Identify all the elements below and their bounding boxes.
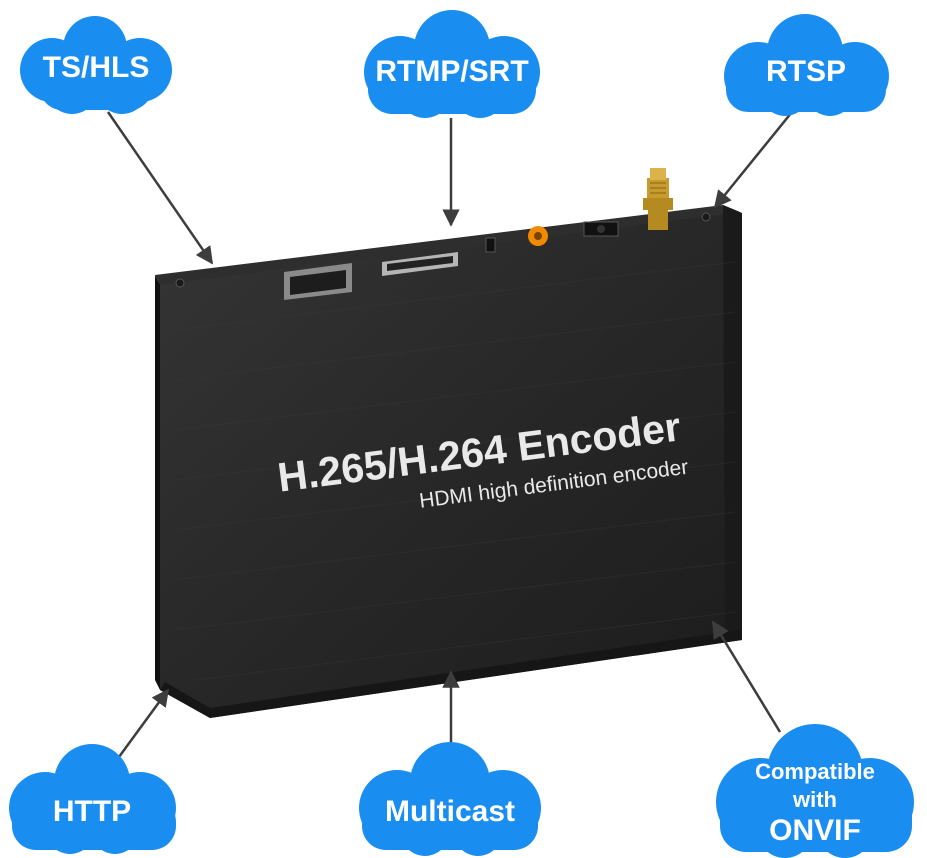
arrows: [106, 111, 793, 773]
ethernet-port-icon: [284, 263, 352, 300]
device-front-face: [160, 212, 742, 718]
device-left-side: [155, 275, 160, 690]
cloud-rtmp-srt: [364, 10, 540, 118]
button-icon: [485, 237, 496, 253]
device-right-side: [723, 205, 742, 640]
brushed-texture: [174, 261, 736, 681]
cloud-label-onvif-line3: ONVIF: [769, 814, 861, 847]
cloud-label-http: HTTP: [52, 795, 132, 828]
cloud-label-onvif-line2: with: [793, 787, 837, 812]
cloud-onvif: [716, 724, 914, 858]
screw: [175, 278, 185, 288]
arrow-ts-hls: [106, 111, 214, 265]
encoder-device: [155, 168, 742, 718]
cloud-label-onvif-line1: Compatible: [755, 759, 875, 784]
cloud-label-rtmp-srt: RTMP/SRT: [375, 55, 529, 88]
screw: [701, 212, 711, 222]
dc-power-jack-icon: [583, 221, 619, 237]
cloud-rtsp: [724, 14, 889, 116]
cloud-ts-hls: [20, 16, 172, 114]
cloud-label-rtsp: RTSP: [765, 55, 847, 88]
cloud-multicast: [359, 742, 541, 856]
cloud-label-ts-hls: TS/HLS: [42, 51, 150, 84]
audio-jack-icon: [528, 226, 548, 246]
arrow-onvif: [711, 620, 782, 733]
cloud-label-multicast: Multicast: [384, 795, 516, 828]
sma-antenna-connector-icon: [643, 168, 673, 230]
cloud-http: [9, 744, 176, 854]
arrow-rtsp: [713, 111, 793, 209]
hdmi-port-icon: [382, 252, 458, 276]
